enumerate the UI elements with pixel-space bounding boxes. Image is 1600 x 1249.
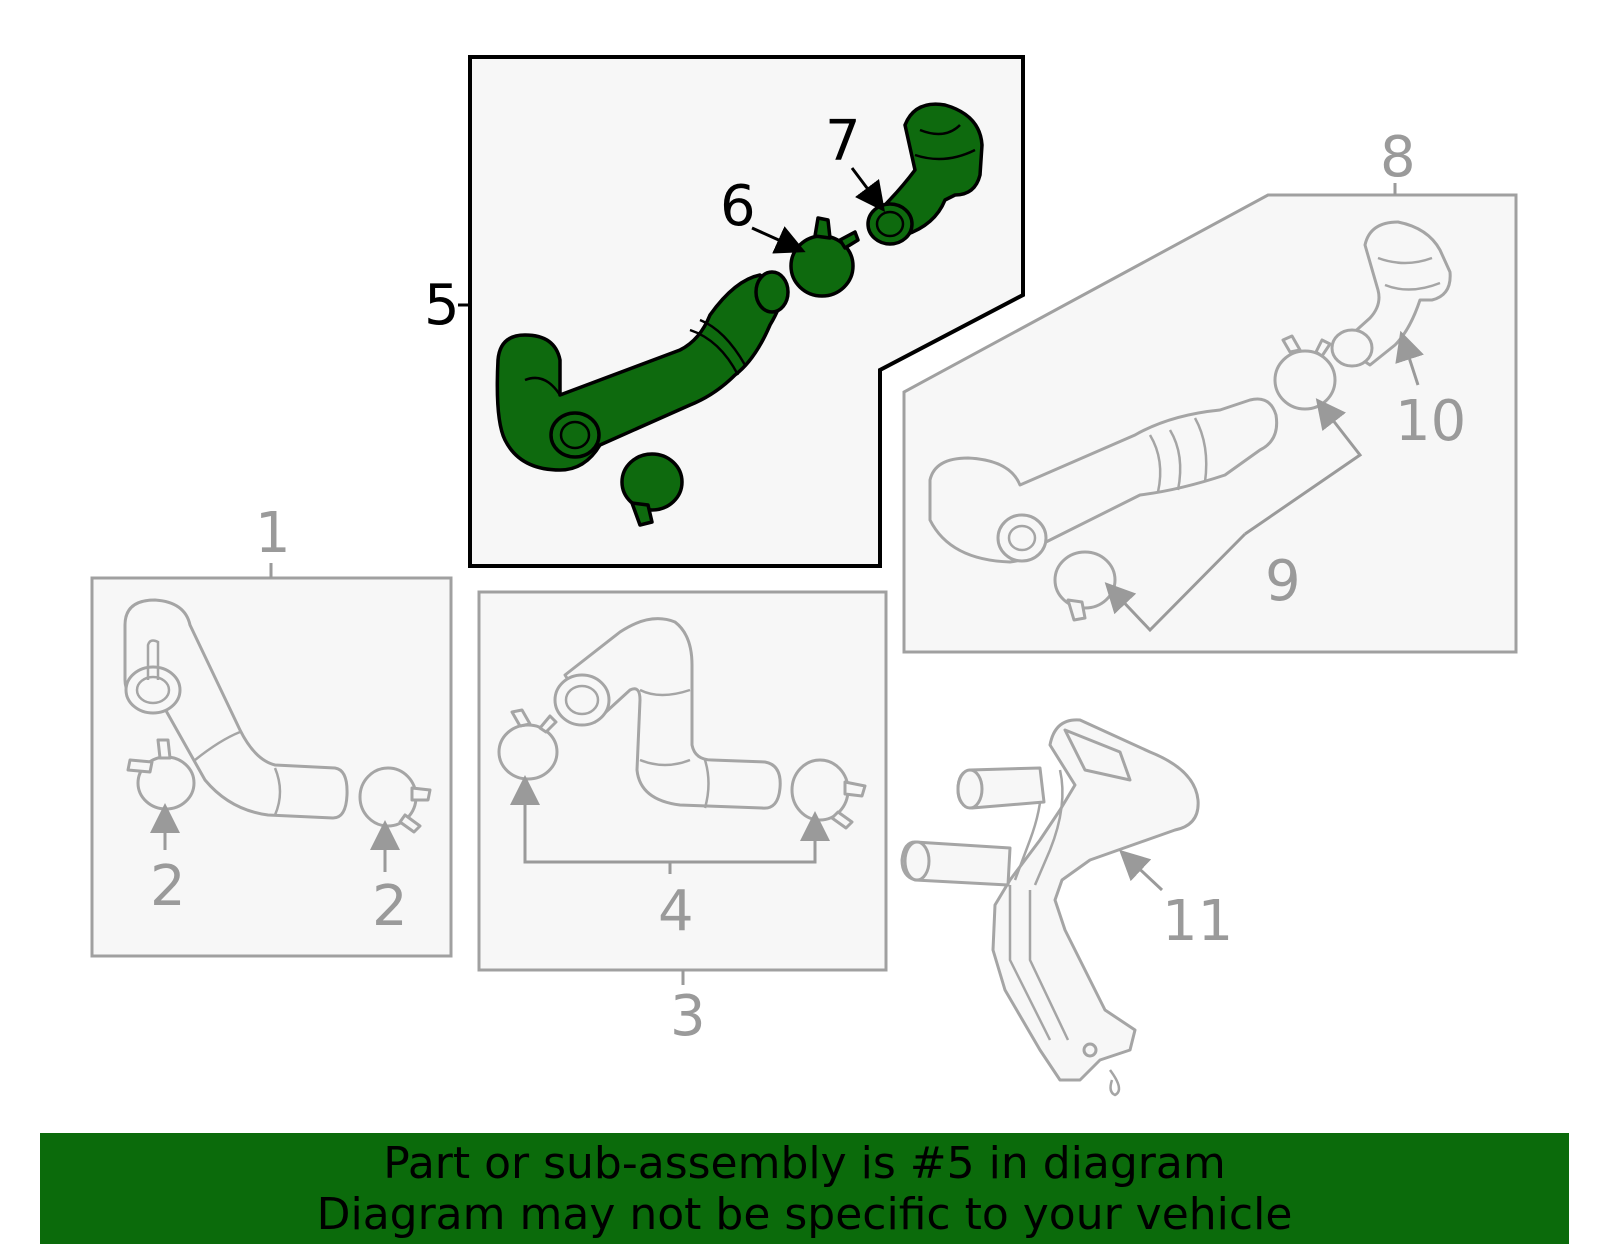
hose-clamp-9-upper[interactable] <box>1273 334 1337 411</box>
leader-4b <box>670 811 830 864</box>
hose-clamp-3-right[interactable] <box>790 758 867 830</box>
callout-7: 7 <box>825 109 861 174</box>
callout-2a: 2 <box>150 854 186 919</box>
leader-9a <box>1104 532 1247 633</box>
assembly-1-group[interactable]: 1 2 2 <box>90 501 453 958</box>
coolant-hose-muted-3[interactable] <box>553 617 782 810</box>
hose-clamp-1-right[interactable] <box>358 766 432 834</box>
callout-11: 11 <box>1162 889 1233 954</box>
callout-3: 3 <box>670 984 706 1049</box>
leader-10 <box>1395 330 1424 386</box>
callout-9: 9 <box>1265 549 1301 614</box>
callout-8: 8 <box>1380 125 1416 190</box>
hose-clamp-6[interactable] <box>789 216 860 298</box>
banner-line-1: Part or sub-assembly is #5 in diagram <box>383 1137 1226 1189</box>
assembly-5-group[interactable]: 5 6 7 <box>424 55 1025 568</box>
hose-clamp-1-left[interactable] <box>126 738 196 811</box>
leader-6 <box>751 226 806 254</box>
leader-9b <box>1244 398 1363 536</box>
callout-6: 6 <box>720 174 756 239</box>
callout-1: 1 <box>255 501 291 566</box>
connector-7[interactable] <box>866 102 984 246</box>
leader-11 <box>1119 849 1164 892</box>
hose-clamp-9-lower[interactable] <box>1053 550 1117 622</box>
leader-4a <box>510 775 670 864</box>
pipe-assembly-11[interactable]: 11 <box>900 718 1233 1097</box>
assembly-3-group[interactable]: 4 3 <box>477 590 888 1049</box>
leader-7 <box>850 167 885 212</box>
callout-2b: 2 <box>372 874 408 939</box>
callout-5: 5 <box>424 273 460 338</box>
coolant-hose-part[interactable] <box>495 270 790 472</box>
connector-10[interactable] <box>1330 220 1452 368</box>
coolant-hose-muted-1[interactable] <box>123 598 349 820</box>
callout-10: 10 <box>1395 389 1466 454</box>
hose-clamp-lower[interactable] <box>620 452 684 527</box>
banner-line-2: Diagram may not be specific to your vehi… <box>316 1188 1293 1240</box>
coolant-hose-muted-8[interactable] <box>928 397 1279 564</box>
assembly-8-group[interactable]: 8 9 10 <box>902 125 1518 654</box>
disclaimer-banner: Part or sub-assembly is #5 in diagram Di… <box>40 1133 1569 1244</box>
callout-4: 4 <box>658 879 694 944</box>
